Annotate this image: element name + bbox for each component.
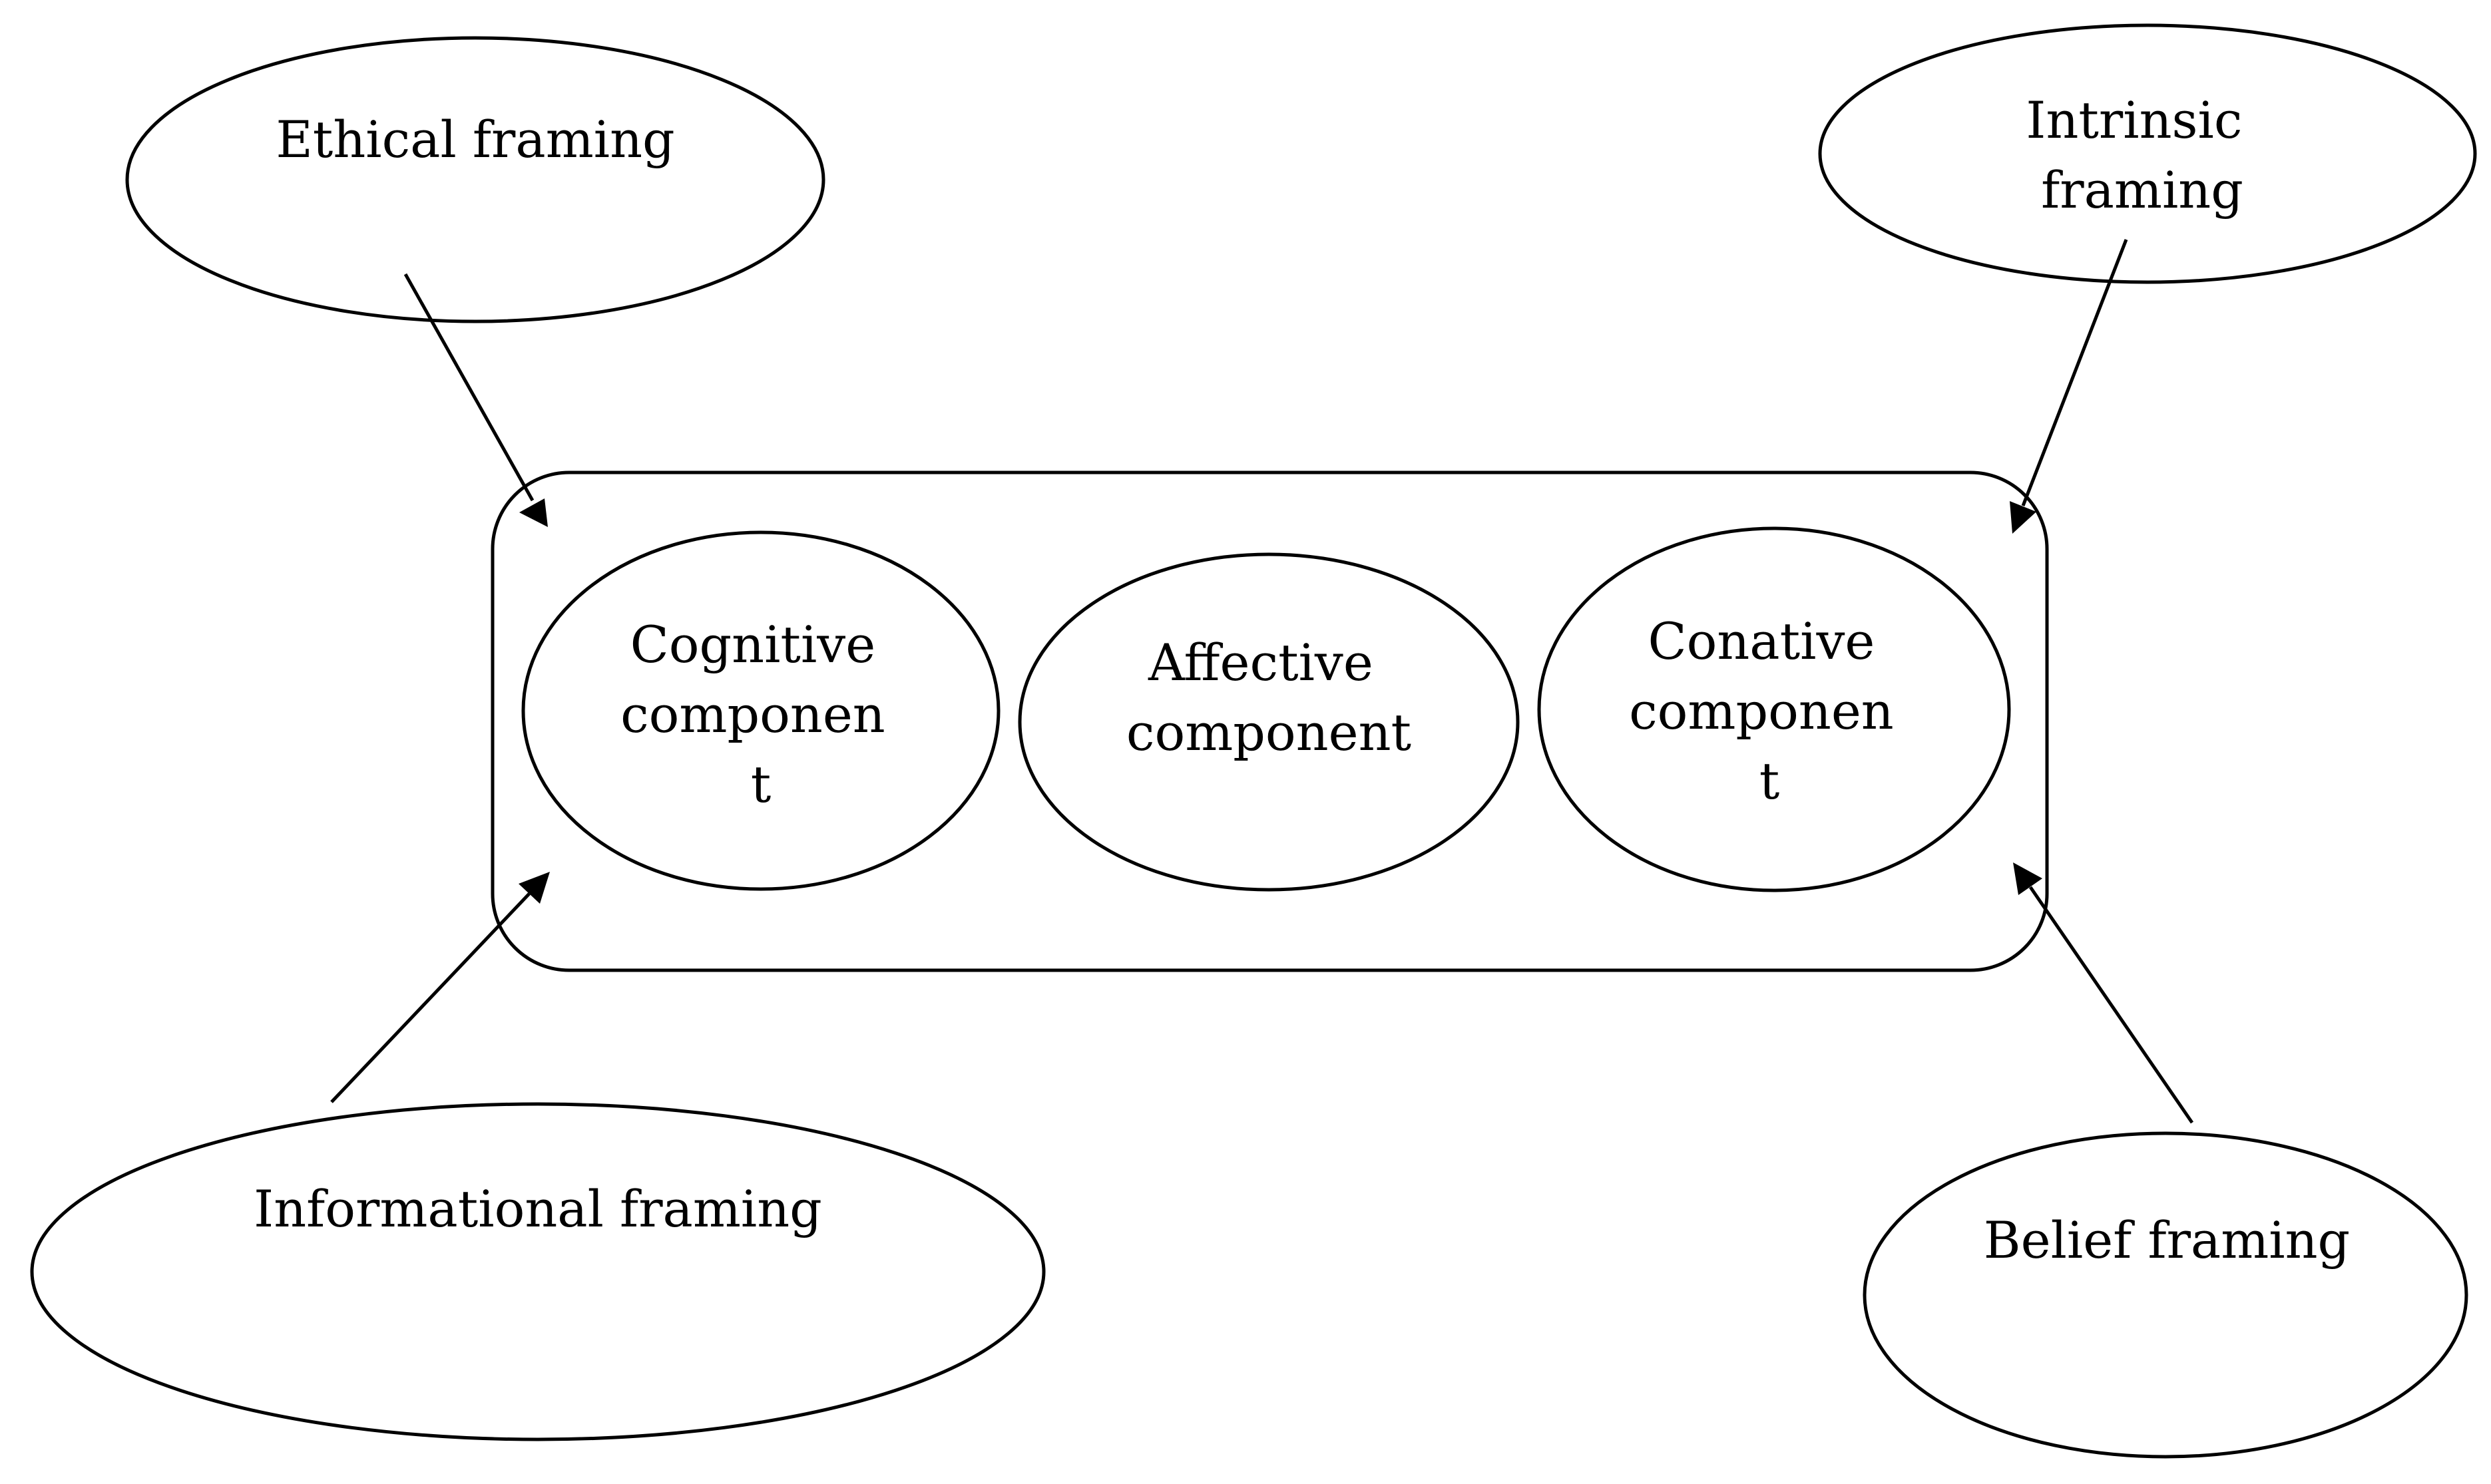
conative-component-line-3: t	[1759, 751, 1780, 811]
intrinsic-framing-label: Intrinsic framing	[2026, 91, 2258, 220]
ethical-framing-ellipse	[125, 36, 825, 323]
intrinsic-framing-line-2: framing	[2041, 160, 2243, 220]
informational-framing-ellipse	[30, 1102, 1046, 1441]
informational-framing-label: Informational framing	[254, 1179, 822, 1238]
intrinsic-to-conative-arrow	[2010, 239, 2128, 534]
belief-framing-ellipse	[1863, 1131, 2468, 1459]
conative-component-label: Conative componen t	[1629, 612, 1910, 811]
informational-to-cognitive-arrow	[330, 872, 550, 1103]
affective-component-label: Affective component	[1126, 633, 1411, 762]
cognitive-component-line-1: Cognitive	[630, 615, 876, 674]
conative-component-line-2: componen	[1629, 681, 1894, 741]
affective-component-line-1: Affective	[1148, 633, 1373, 692]
belief-framing-line-1: Belief framing	[1984, 1210, 2350, 1270]
ethical-to-cognitive-arrow	[403, 273, 548, 527]
ethical-framing-label: Ethical framing	[276, 110, 674, 169]
cognitive-component-ellipse	[521, 530, 1001, 891]
ethical-framing-line-1: Ethical framing	[276, 110, 674, 169]
informational-framing-line-1: Informational framing	[254, 1179, 822, 1238]
conative-component-line-1: Conative	[1648, 612, 1875, 671]
intrinsic-framing-line-1: Intrinsic	[2026, 91, 2242, 150]
belief-framing-label: Belief framing	[1984, 1210, 2350, 1270]
conative-component-ellipse	[1537, 526, 2011, 892]
attitude-components-container	[491, 470, 2049, 972]
affective-component-ellipse	[1018, 552, 1520, 892]
belief-to-conative-arrow	[2013, 862, 2194, 1124]
cognitive-component-label: Cognitive componen t	[620, 615, 901, 814]
cognitive-component-line-3: t	[751, 755, 772, 814]
affective-component-line-2: component	[1126, 703, 1411, 762]
cognitive-component-line-2: componen	[620, 685, 885, 744]
intrinsic-framing-ellipse	[1818, 23, 2477, 284]
